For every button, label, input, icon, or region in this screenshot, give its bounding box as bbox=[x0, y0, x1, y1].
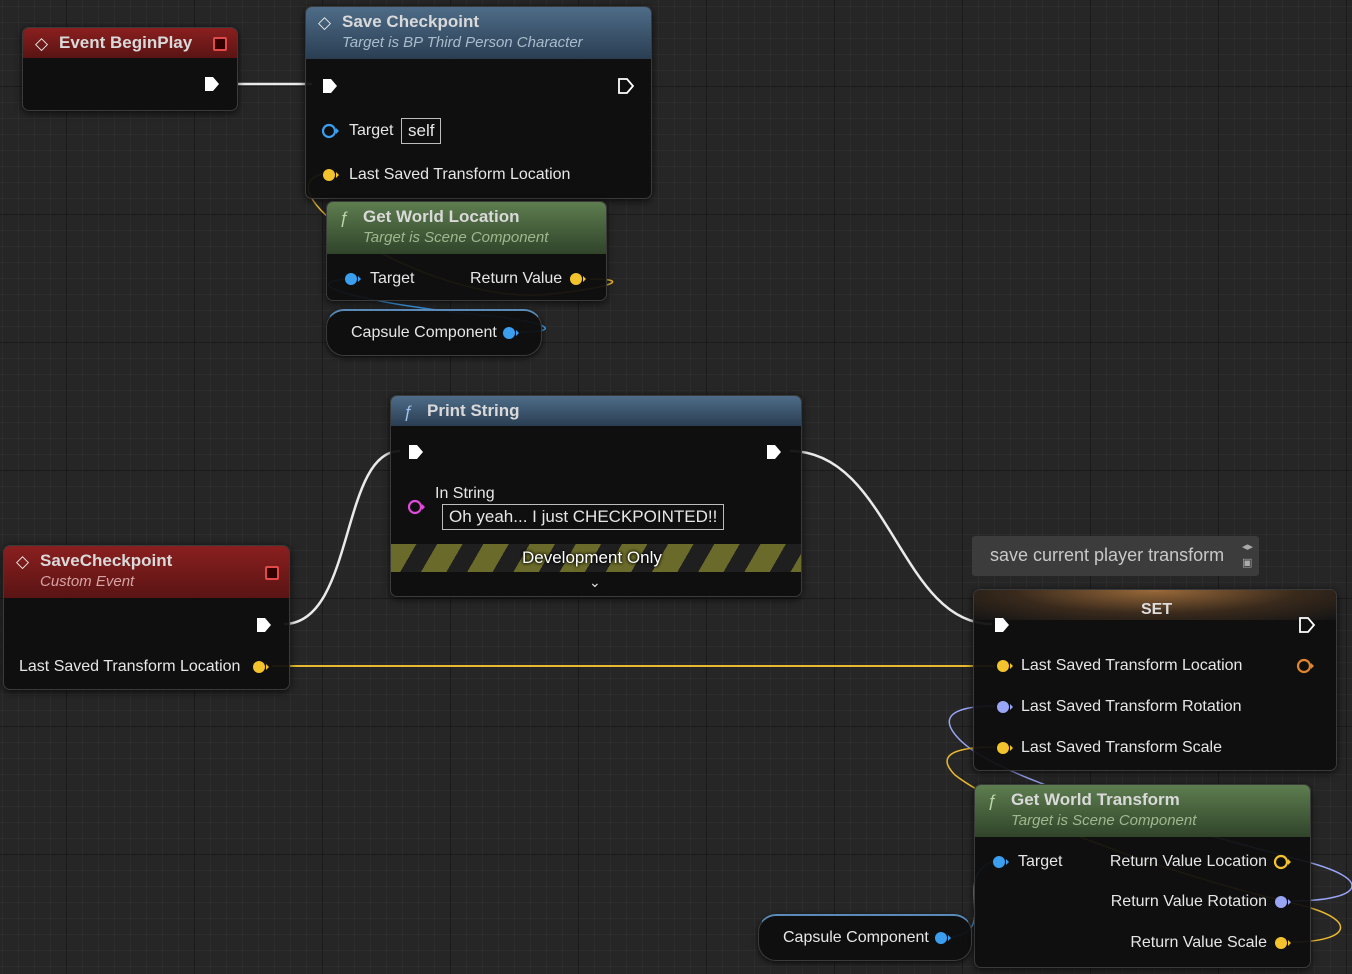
event-diamond-icon: ◇ bbox=[35, 34, 49, 53]
target-label: Target bbox=[349, 122, 394, 139]
get-world-transform-node[interactable]: ƒ Get World Transform Target is Scene Co… bbox=[974, 784, 1311, 968]
exec-input-pin[interactable] bbox=[993, 616, 1011, 634]
event-beginplay-node[interactable]: ◇ Event BeginPlay bbox=[22, 27, 238, 111]
return-rotation-label: Return Value Rotation bbox=[1110, 893, 1267, 910]
exec-output-pin[interactable] bbox=[203, 75, 221, 93]
location-output-pin[interactable] bbox=[1296, 657, 1314, 675]
node-title: SaveCheckpoint bbox=[40, 551, 173, 570]
location-input-pin[interactable] bbox=[995, 657, 1013, 675]
capsule-output-pin[interactable] bbox=[501, 324, 519, 342]
capsule-component-label: Capsule Component bbox=[783, 929, 929, 946]
return-location-output-pin[interactable] bbox=[1273, 853, 1291, 871]
expand-chevron-icon[interactable]: ⌄ bbox=[589, 574, 601, 590]
node-subtitle: Target is Scene Component bbox=[363, 229, 549, 246]
node-title: Print String bbox=[427, 401, 520, 420]
in-string-field[interactable]: Oh yeah... I just CHECKPOINTED!! bbox=[442, 504, 725, 530]
function-icon: ƒ bbox=[403, 402, 413, 421]
event-diamond-icon: ◇ bbox=[16, 552, 30, 571]
location-label: Last Saved Transform Location bbox=[19, 658, 241, 675]
savecheckpoint-event-node[interactable]: ◇ SaveCheckpoint Custom Event Last Saved… bbox=[3, 545, 290, 690]
node-subtitle: Target is Scene Component bbox=[1011, 812, 1197, 829]
target-input-pin[interactable] bbox=[343, 270, 361, 288]
exec-input-pin[interactable] bbox=[321, 77, 339, 95]
collapse-comment-icon[interactable]: ▣ bbox=[1242, 557, 1253, 569]
comment-text: save current player transform bbox=[990, 545, 1225, 565]
location-input-pin[interactable] bbox=[321, 166, 339, 184]
return-location-label: Return Value Location bbox=[1109, 853, 1267, 870]
node-title: Event BeginPlay bbox=[59, 33, 193, 52]
exec-output-pin[interactable] bbox=[765, 443, 783, 461]
pin-comment-icon[interactable]: ◂▸ bbox=[1242, 541, 1254, 553]
location-output-pin[interactable] bbox=[251, 658, 269, 676]
rotation-input-pin[interactable] bbox=[995, 698, 1013, 716]
return-scale-output-pin[interactable] bbox=[1273, 934, 1291, 952]
exec-wire bbox=[789, 449, 993, 626]
save-checkpoint-call-node[interactable]: ◇ Save Checkpoint Target is BP Third Per… bbox=[305, 6, 652, 199]
event-indicator-icon bbox=[213, 37, 227, 51]
target-input-pin[interactable] bbox=[321, 122, 339, 140]
node-subtitle: Target is BP Third Person Character bbox=[342, 34, 583, 51]
return-scale-label: Return Value Scale bbox=[1130, 934, 1267, 951]
in-string-input-pin[interactable] bbox=[407, 498, 425, 516]
capsule-output-pin[interactable] bbox=[933, 929, 951, 947]
target-label: Target bbox=[1018, 853, 1063, 870]
capsule-component-label: Capsule Component bbox=[351, 324, 497, 341]
get-world-location-node[interactable]: ƒ Get World Location Target is Scene Com… bbox=[326, 201, 607, 301]
return-value-output-pin[interactable] bbox=[568, 270, 586, 288]
print-string-node[interactable]: ƒ Print String In String Oh yeah... I ju… bbox=[390, 395, 802, 597]
rotation-label: Last Saved Transform Rotation bbox=[1021, 698, 1242, 715]
set-node[interactable]: SET Last Saved Transform Location Last S… bbox=[973, 589, 1337, 771]
node-subtitle: Custom Event bbox=[40, 573, 135, 590]
scale-label: Last Saved Transform Scale bbox=[1021, 739, 1222, 756]
node-title: SET bbox=[1141, 601, 1173, 618]
return-rotation-output-pin[interactable] bbox=[1273, 893, 1291, 911]
return-value-label: Return Value bbox=[470, 270, 563, 287]
event-diamond-icon: ◇ bbox=[318, 13, 332, 32]
function-icon: ƒ bbox=[339, 208, 349, 227]
target-input-pin[interactable] bbox=[991, 853, 1009, 871]
capsule-component-node[interactable]: Capsule Component bbox=[758, 914, 972, 961]
exec-input-pin[interactable] bbox=[407, 443, 425, 461]
target-self-field[interactable]: self bbox=[401, 118, 442, 144]
development-only-label: Development Only bbox=[522, 548, 662, 567]
exec-output-pin[interactable] bbox=[255, 616, 273, 634]
scale-input-pin[interactable] bbox=[995, 739, 1013, 757]
location-label: Last Saved Transform Location bbox=[1021, 657, 1243, 674]
comment-bubble[interactable]: save current player transform ◂▸ ▣ bbox=[972, 536, 1259, 576]
event-indicator-icon bbox=[265, 566, 279, 580]
capsule-component-node[interactable]: Capsule Component bbox=[326, 309, 542, 356]
target-label: Target bbox=[370, 270, 415, 287]
node-title: Save Checkpoint bbox=[342, 12, 479, 31]
node-title: Get World Location bbox=[363, 207, 520, 226]
exec-output-pin[interactable] bbox=[1298, 616, 1316, 634]
exec-output-pin[interactable] bbox=[617, 77, 635, 95]
node-title: Get World Transform bbox=[1011, 790, 1180, 809]
function-icon: ƒ bbox=[987, 791, 997, 810]
location-label: Last Saved Transform Location bbox=[349, 166, 571, 183]
development-only-banner bbox=[391, 544, 801, 572]
in-string-label: In String bbox=[435, 485, 495, 502]
set-header bbox=[974, 590, 1336, 620]
exec-wire bbox=[283, 449, 401, 626]
